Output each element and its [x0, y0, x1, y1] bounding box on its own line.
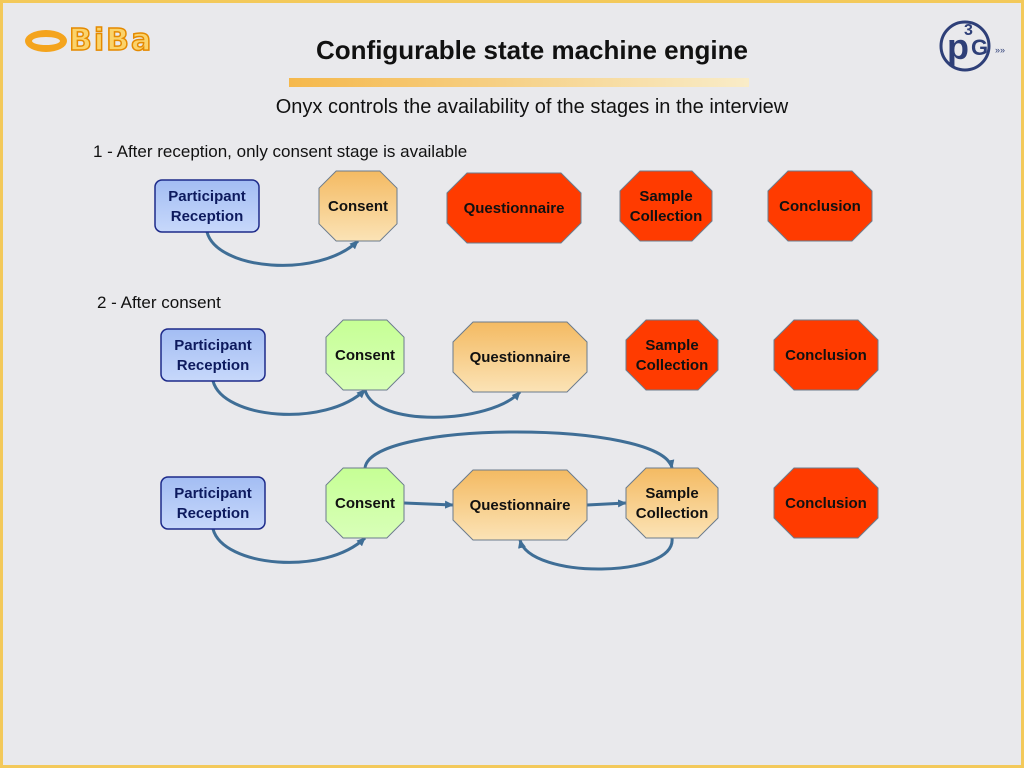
stage-label-sample: Sample	[645, 337, 698, 354]
stage-label-sample: Sample	[645, 485, 698, 502]
transition-arrow-reception-to-consent-row-2	[211, 380, 367, 416]
transition-arrow-reception-to-consent-row-1	[205, 231, 360, 267]
stage-label-questionnaire: Questionnaire	[470, 497, 571, 514]
stage-label-sample: Collection	[636, 357, 709, 374]
svg-text:p: p	[947, 26, 969, 67]
stage-shape-reception	[160, 476, 266, 530]
biba-logo: BiBa	[25, 22, 154, 59]
stage-shape-reception	[160, 328, 266, 382]
stage-shape-consent	[318, 170, 398, 242]
transition-arrow-consent-to-sample-row-3	[363, 430, 675, 469]
stage-label-reception: Reception	[171, 208, 244, 225]
stage-label-questionnaire: Questionnaire	[470, 349, 571, 366]
transition-arrow-questionnaire-to-sample-row-3	[586, 499, 627, 508]
stage-node-conclusion-row-3: Conclusion	[773, 467, 879, 539]
stage-label-conclusion: Conclusion	[785, 347, 867, 364]
stage-label-reception: Participant	[168, 188, 246, 205]
svg-text:G: G	[971, 35, 988, 60]
stage-node-conclusion-row-2: Conclusion	[773, 319, 879, 391]
stage-label-questionnaire: Questionnaire	[464, 200, 565, 217]
stage-node-questionnaire-row-2: Questionnaire	[452, 321, 588, 393]
stage-shape-questionnaire	[446, 172, 582, 244]
stage-shape-consent	[325, 319, 405, 391]
p3g-logo: p 3 G »»	[939, 20, 1005, 72]
stage-node-consent-row-3: Consent	[325, 467, 405, 539]
stage-node-questionnaire-row-1: Questionnaire	[446, 172, 582, 244]
stage-label-consent: Consent	[335, 347, 395, 364]
stage-label-reception: Participant	[174, 337, 252, 354]
stage-label-sample: Collection	[636, 505, 709, 522]
svg-text:3: 3	[964, 22, 973, 39]
stage-node-consent-row-1: Consent	[318, 170, 398, 242]
stage-label-reception: Reception	[177, 357, 250, 374]
page-subtitle: Onyx controls the availability of the st…	[275, 96, 789, 118]
stage-label-conclusion: Conclusion	[779, 198, 861, 215]
stage-shape-sample	[625, 467, 719, 539]
stage-shape-questionnaire	[452, 321, 588, 393]
stage-node-questionnaire-row-3: Questionnaire	[452, 469, 588, 541]
stage-label-sample: Collection	[630, 208, 703, 225]
transition-arrow-consent-to-questionnaire-row-3	[403, 500, 454, 509]
transition-arrow-sample-to-questionnaire-row-3	[518, 537, 674, 571]
stage-shape-conclusion	[773, 467, 879, 539]
biba-logo-text: BiBa	[68, 22, 154, 59]
stage-node-consent-row-2: Consent	[325, 319, 405, 391]
stage-label-sample: Sample	[639, 188, 692, 205]
stage-shape-conclusion	[773, 319, 879, 391]
stage-shape-sample	[619, 170, 713, 242]
stage-label-conclusion: Conclusion	[785, 495, 867, 512]
stage-node-conclusion-row-1: Conclusion	[767, 170, 873, 242]
transition-arrow-consent-to-questionnaire-row-2	[363, 389, 522, 419]
svg-text:»»: »»	[995, 45, 1005, 55]
stage-shape-reception	[154, 179, 260, 233]
stage-shape-questionnaire	[452, 469, 588, 541]
step-label-1: 1 - After reception, only consent stage …	[93, 142, 468, 161]
page-title: Configurable state machine engine	[316, 35, 748, 65]
transition-arrow-reception-to-consent-row-3	[211, 528, 367, 564]
stage-shape-consent	[325, 467, 405, 539]
stage-shape-sample	[625, 319, 719, 391]
stage-label-reception: Reception	[177, 505, 250, 522]
stage-label-consent: Consent	[328, 198, 388, 215]
biba-logo-ring-icon	[25, 29, 67, 52]
step-label-2: 2 - After consent	[97, 293, 221, 312]
stage-shape-conclusion	[767, 170, 873, 242]
stage-label-reception: Participant	[174, 485, 252, 502]
stage-label-consent: Consent	[335, 495, 395, 512]
title-underline-bar	[289, 78, 749, 87]
